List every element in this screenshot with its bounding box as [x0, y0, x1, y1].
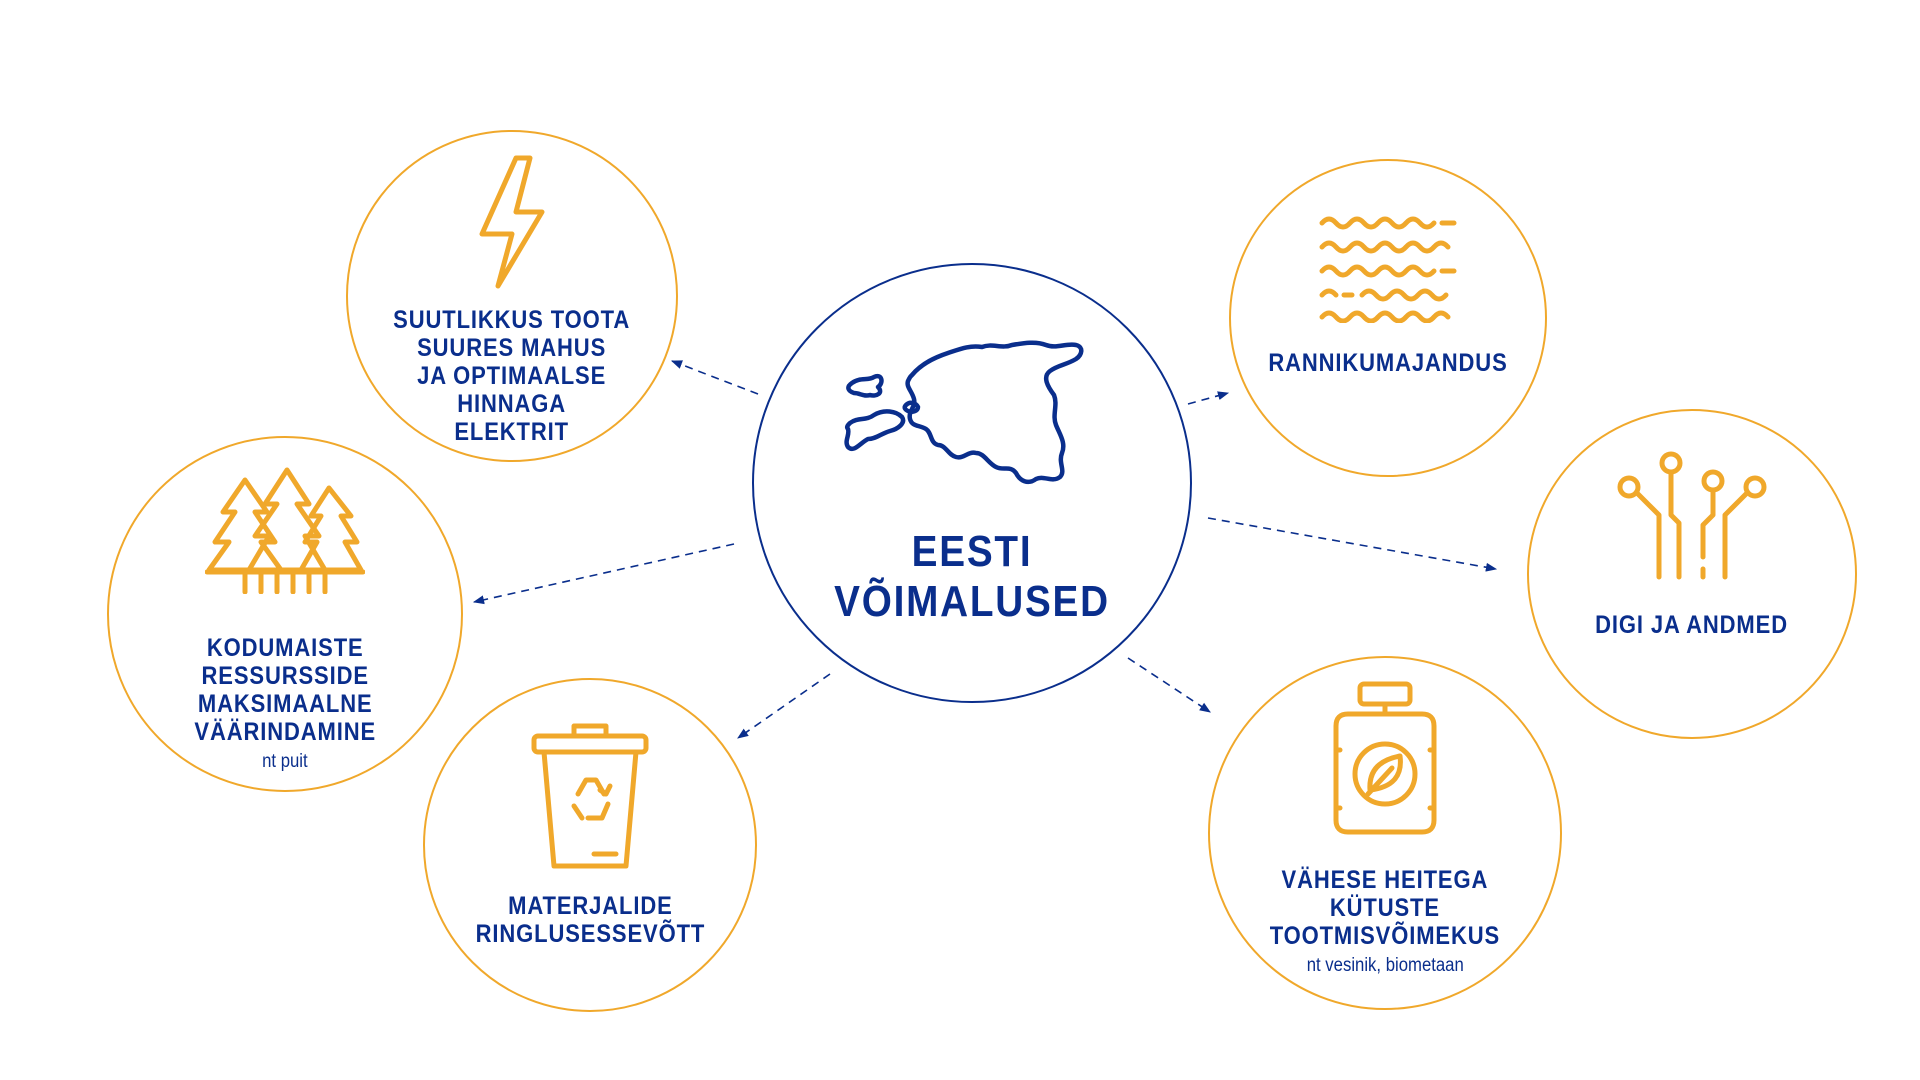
circuit-icon — [1617, 451, 1767, 580]
node-resources: KODUMAISTE RESSURSSIDE MAKSIMAALNE VÄÄRI… — [107, 436, 463, 792]
center-circle: EESTI VÕIMALUSED — [752, 263, 1192, 703]
node-fuels-label: VÄHESE HEITEGA KÜTUSTE TOOTMISVÕIMEKUS — [1269, 866, 1501, 950]
connector-materials — [737, 673, 831, 739]
node-coastal: RANNIKUMAJANDUS — [1229, 159, 1547, 477]
node-coastal-label: RANNIKUMAJANDUS — [1268, 349, 1508, 377]
node-materials: MATERJALIDE RINGLUSESSEVÕTT — [423, 678, 757, 1012]
center-title: EESTI VÕIMALUSED — [834, 527, 1110, 626]
connector-digital — [1207, 517, 1498, 572]
connector-resources — [472, 543, 735, 605]
waves-icon — [1319, 216, 1457, 323]
node-resources-sub: nt puit — [262, 751, 308, 772]
estonia-map-icon — [844, 340, 1084, 485]
gas-cylinder-leaf-icon — [1333, 681, 1437, 835]
recycle-bin-icon — [531, 723, 649, 869]
node-electricity: SUUTLIKKUS TOOTA SUURES MAHUS JA OPTIMAA… — [346, 130, 678, 462]
connector-fuels — [1127, 657, 1211, 713]
lightning-icon — [479, 155, 545, 289]
connector-coastal — [1187, 391, 1230, 405]
node-materials-label: MATERJALIDE RINGLUSESSEVÕTT — [475, 892, 705, 948]
connector-electricity — [670, 360, 759, 395]
node-fuels: VÄHESE HEITEGA KÜTUSTE TOOTMISVÕIMEKUS n… — [1208, 656, 1562, 1010]
node-digital: DIGI JA ANDMED — [1527, 409, 1857, 739]
node-electricity-label: SUUTLIKKUS TOOTA SUURES MAHUS JA OPTIMAA… — [393, 306, 631, 446]
forest-icon — [205, 467, 365, 594]
node-fuels-sub: nt vesinik, biometaan — [1306, 955, 1464, 976]
node-digital-label: DIGI JA ANDMED — [1595, 611, 1789, 639]
node-resources-label: KODUMAISTE RESSURSSIDE MAKSIMAALNE VÄÄRI… — [194, 634, 376, 746]
